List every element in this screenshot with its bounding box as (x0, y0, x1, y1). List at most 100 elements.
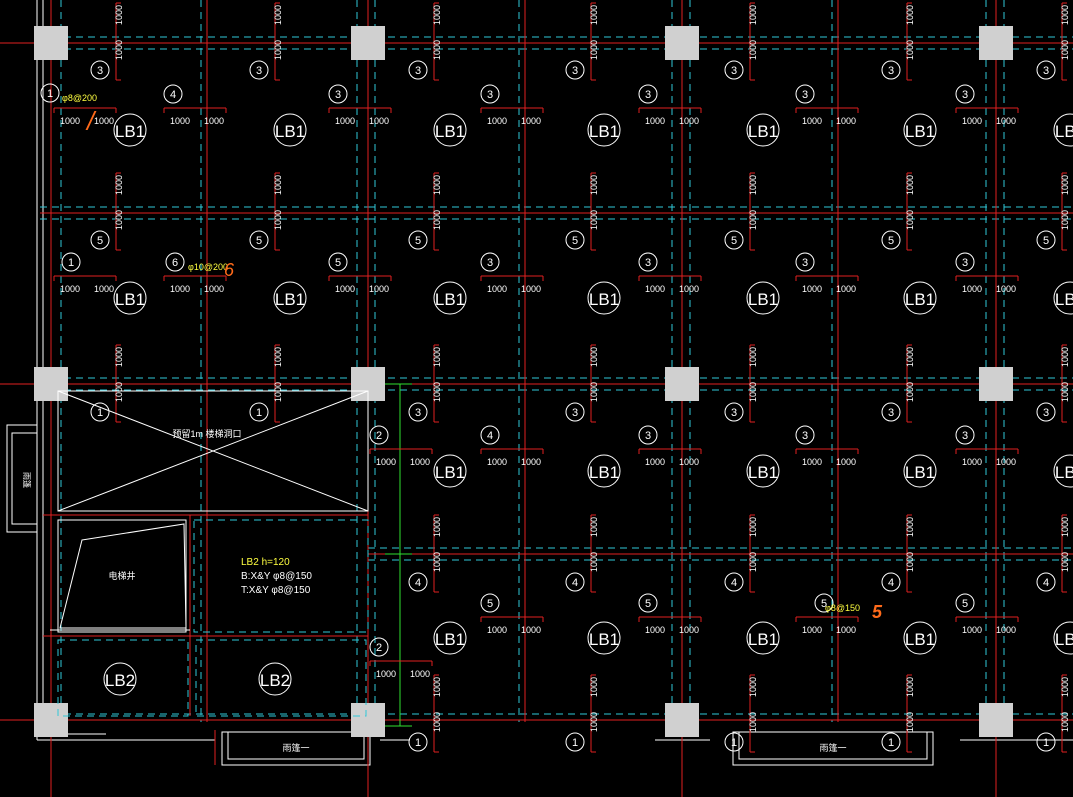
lb1-label-1-2: LB1 (435, 290, 465, 309)
dim-text-b-14: 1000 (679, 116, 699, 126)
dim-vtext-70: 1000 (905, 347, 915, 367)
dim-vtext-b-74: 1000 (432, 712, 442, 732)
dim-text-b-18: 1000 (836, 116, 856, 126)
lb1-circle-0-4 (746, 113, 780, 147)
rebar-number-68: 3 (731, 407, 737, 419)
dim-vtext-63: 1000 (273, 347, 283, 367)
dim-text-b-30: 1000 (521, 457, 541, 467)
lb1-circle-2-5 (903, 454, 937, 488)
dim-vtext-65: 1000 (432, 517, 442, 537)
dim-text-45: 1000 (376, 457, 396, 467)
lb1-circle-1-4 (746, 281, 780, 315)
rebar-number-57: 5 (731, 235, 737, 247)
column-0-0 (34, 26, 68, 60)
rebar-circle-75 (565, 732, 585, 752)
lb2-panel-left (57, 639, 189, 717)
rebar-circle-2 (163, 84, 183, 104)
bar-note-1: φ8@200 (62, 93, 97, 103)
dim-vtext-51: 1000 (273, 175, 283, 195)
rebar-number-7: 5 (335, 257, 341, 269)
dim-vtext-50: 1000 (273, 5, 283, 25)
rebar-circle-49 (90, 230, 110, 250)
lb1-circle-0-2 (433, 113, 467, 147)
dim-vtext-b-75: 1000 (589, 712, 599, 732)
dim-text-1: 1000 (60, 284, 80, 294)
dim-vtext-b-52: 1000 (432, 40, 442, 60)
rebar-number-59: 5 (888, 235, 894, 247)
rebar-circle-72 (1036, 402, 1056, 422)
rebar-number-51: 5 (256, 235, 262, 247)
rebar-number-74: 1 (415, 737, 421, 749)
dim-text-b-20: 1000 (836, 284, 856, 294)
dim-text-b-36: 1000 (679, 625, 699, 635)
rebar-number-55: 5 (572, 235, 578, 247)
lb1-label-0-1: LB1 (275, 122, 305, 141)
dim-vtext-71: 1000 (905, 517, 915, 537)
lb1-label-3-5: LB1 (905, 630, 935, 649)
lb1-label-3-3: LB1 (589, 630, 619, 649)
rebar-number-25: 1 (47, 88, 53, 100)
dim-vtext-60: 1000 (1060, 5, 1070, 25)
lb1-label-0-4: LB1 (748, 122, 778, 141)
rebar-number-48: 3 (97, 65, 103, 77)
lb2-circle-1 (258, 662, 292, 696)
dim-vtext-58: 1000 (905, 5, 915, 25)
lb2-top-bars: T:X&Y φ8@150 (241, 585, 311, 596)
dim-text-38: 1000 (802, 457, 822, 467)
rebar-circle-64 (408, 402, 428, 422)
column-3-0 (979, 26, 1013, 60)
column-2-2 (665, 703, 699, 737)
rebar-number-9: 3 (487, 89, 493, 101)
dim-vtext-74: 1000 (432, 677, 442, 697)
column-0-2 (34, 703, 68, 737)
dim-text-b-1: 1000 (94, 284, 114, 294)
bar-note-5: φ8@150 (825, 603, 860, 613)
dim-vtext-67: 1000 (589, 517, 599, 537)
lb1-label-2-3: LB1 (589, 463, 619, 482)
dim-text-39: 1000 (802, 625, 822, 635)
lb2-label-0: LB2 (105, 671, 135, 690)
dim-vtext-b-50: 1000 (273, 40, 283, 60)
dim-vtext-55: 1000 (589, 175, 599, 195)
rebar-number-75: 1 (572, 737, 578, 749)
dim-vtext-49: 1000 (114, 175, 124, 195)
lb1-label-1-0: LB1 (115, 290, 145, 309)
rebar-number-50: 3 (256, 65, 262, 77)
lb1-label-2-4: LB1 (748, 463, 778, 482)
lb1-circle-0-3 (587, 113, 621, 147)
dim-text-18: 1000 (802, 116, 822, 126)
rebar-circle-60 (1036, 60, 1056, 80)
opening-label: 预留1m 楼梯洞口 (172, 428, 241, 439)
lb1-circle-3-4 (746, 621, 780, 655)
rebar-circle-63 (249, 402, 269, 422)
dim-vtext-b-77: 1000 (905, 712, 915, 732)
rebar-circle-25 (40, 83, 60, 103)
rebar-number-19: 3 (802, 257, 808, 269)
lb1-circle-1-0 (113, 281, 147, 315)
rebar-circle-23 (955, 252, 975, 272)
rebar-circle-11 (480, 252, 500, 272)
rebar-circle-68 (724, 402, 744, 422)
rebar-number-69: 4 (731, 577, 737, 589)
rebar-circle-52 (408, 60, 428, 80)
dim-text-30: 1000 (487, 457, 507, 467)
rebar-number-67: 4 (572, 577, 578, 589)
column-1-0 (351, 26, 385, 60)
rebar-number-5: 3 (335, 89, 341, 101)
rebar-marks: 1000 1000 1000 1000 4 1000 1000 1000 1000 3 1000 10… (40, 2, 1070, 753)
lb1-label-2-6: LB1 (1055, 463, 1073, 482)
dim-text-12: 1000 (487, 284, 507, 294)
lb1-label-1-4: LB1 (748, 290, 778, 309)
lb1-label-1-1: LB1 (275, 290, 305, 309)
rebar-circle-46 (369, 637, 389, 657)
rebar-number-17: 3 (802, 89, 808, 101)
dim-vtext-b-69: 1000 (748, 552, 758, 572)
rebar-number-33: 3 (645, 430, 651, 442)
dim-text-b-24: 1000 (996, 284, 1016, 294)
rebar-number-21: 3 (962, 89, 968, 101)
elevator-label: 电梯井 (108, 570, 135, 581)
rebar-circle-66 (565, 402, 585, 422)
rebar-circle-62 (90, 402, 110, 422)
column-1-2 (351, 703, 385, 737)
